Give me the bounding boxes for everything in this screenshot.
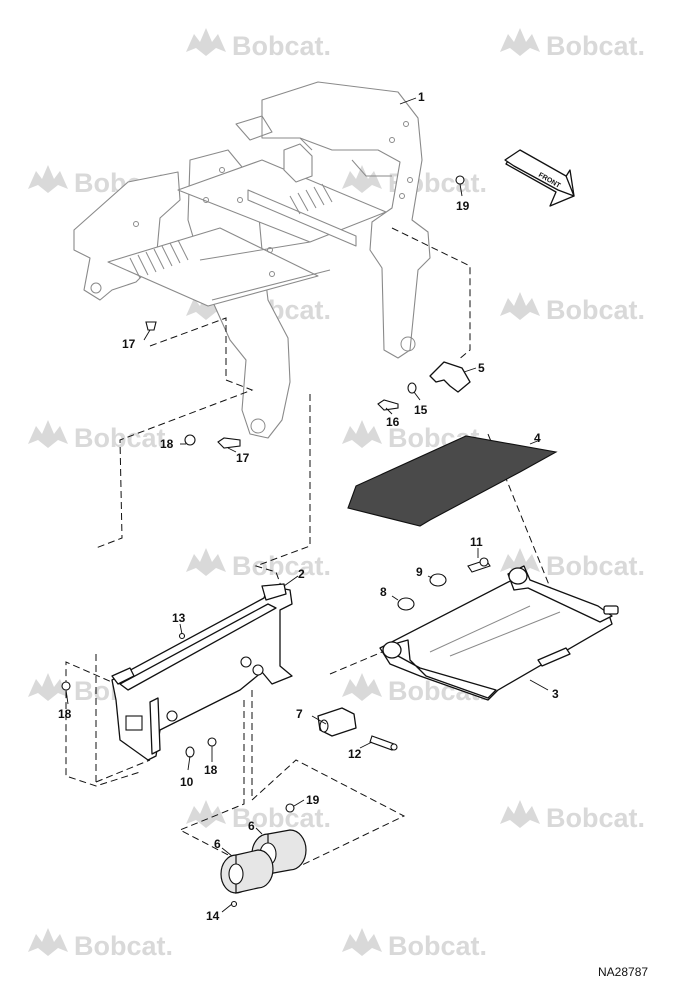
watermark-logo: Bobcat. (28, 420, 173, 453)
callout-18-left: 18 (58, 707, 72, 721)
stop-block-part (317, 707, 357, 737)
bushing-part (220, 849, 274, 894)
callout-labels: 1 19 5 15 16 17 17 18 4 2 11 9 8 13 3 18… (58, 90, 559, 923)
watermark-text: Bobcat. (74, 931, 173, 961)
watermark-logo: Bobcat. (500, 548, 645, 581)
callout-19-lower: 19 (306, 793, 320, 807)
watermark-logo: Bobcat. (342, 928, 487, 961)
callout-11: 11 (470, 535, 483, 549)
front-direction-arrow: FRONT (504, 149, 575, 207)
main-frame-part (73, 81, 431, 439)
callout-3: 3 (552, 687, 559, 701)
callout-19-top: 19 (456, 199, 470, 213)
watermark-text: Bobcat. (546, 31, 645, 61)
watermark-text: Bobcat. (546, 551, 645, 581)
leader-lines (65, 97, 549, 913)
callout-9: 9 (416, 565, 423, 579)
watermark-text: Bobcat. (232, 803, 331, 833)
watermark-text: Bobcat. (232, 31, 331, 61)
watermark-logo: Bobcat. (186, 548, 331, 581)
callout-6-left: 6 (214, 837, 221, 851)
callout-15: 15 (414, 403, 428, 417)
cradle-part (379, 565, 619, 701)
watermark-text: Bobcat. (546, 803, 645, 833)
callout-17-top: 17 (122, 337, 136, 351)
callout-13: 13 (172, 611, 186, 625)
watermark-logo: Bobcat. (500, 800, 645, 833)
watermark-text: Bobcat. (232, 551, 331, 581)
watermark-logo: Bobcat. (500, 28, 645, 61)
callout-1: 1 (418, 90, 425, 104)
floor-mat-part (347, 435, 558, 527)
figure-id: NA28787 (598, 965, 648, 979)
watermark-text: Bobcat. (388, 931, 487, 961)
callout-18-upper: 18 (160, 437, 174, 451)
callout-10: 10 (180, 775, 194, 789)
callout-14: 14 (206, 909, 220, 923)
callout-8: 8 (380, 585, 387, 599)
side-bracket-part (111, 583, 293, 761)
watermark-logo: Bobcat. (28, 928, 173, 961)
callout-2: 2 (298, 567, 305, 581)
clip-part (429, 361, 471, 393)
callout-6-right: 6 (248, 819, 255, 833)
callout-16: 16 (386, 415, 400, 429)
watermark-logo: Bobcat. (186, 28, 331, 61)
callout-7: 7 (296, 707, 303, 721)
callout-5: 5 (478, 361, 485, 375)
watermark-logo: Bobcat. (186, 800, 331, 833)
watermark-text: Bobcat. (74, 423, 173, 453)
callout-17-lower: 17 (236, 451, 250, 465)
callout-12: 12 (348, 747, 362, 761)
watermark-logo: Bobcat. (500, 292, 645, 325)
watermark-text: Bobcat. (546, 295, 645, 325)
callout-18-lower: 18 (204, 763, 218, 777)
callout-4: 4 (534, 431, 541, 445)
